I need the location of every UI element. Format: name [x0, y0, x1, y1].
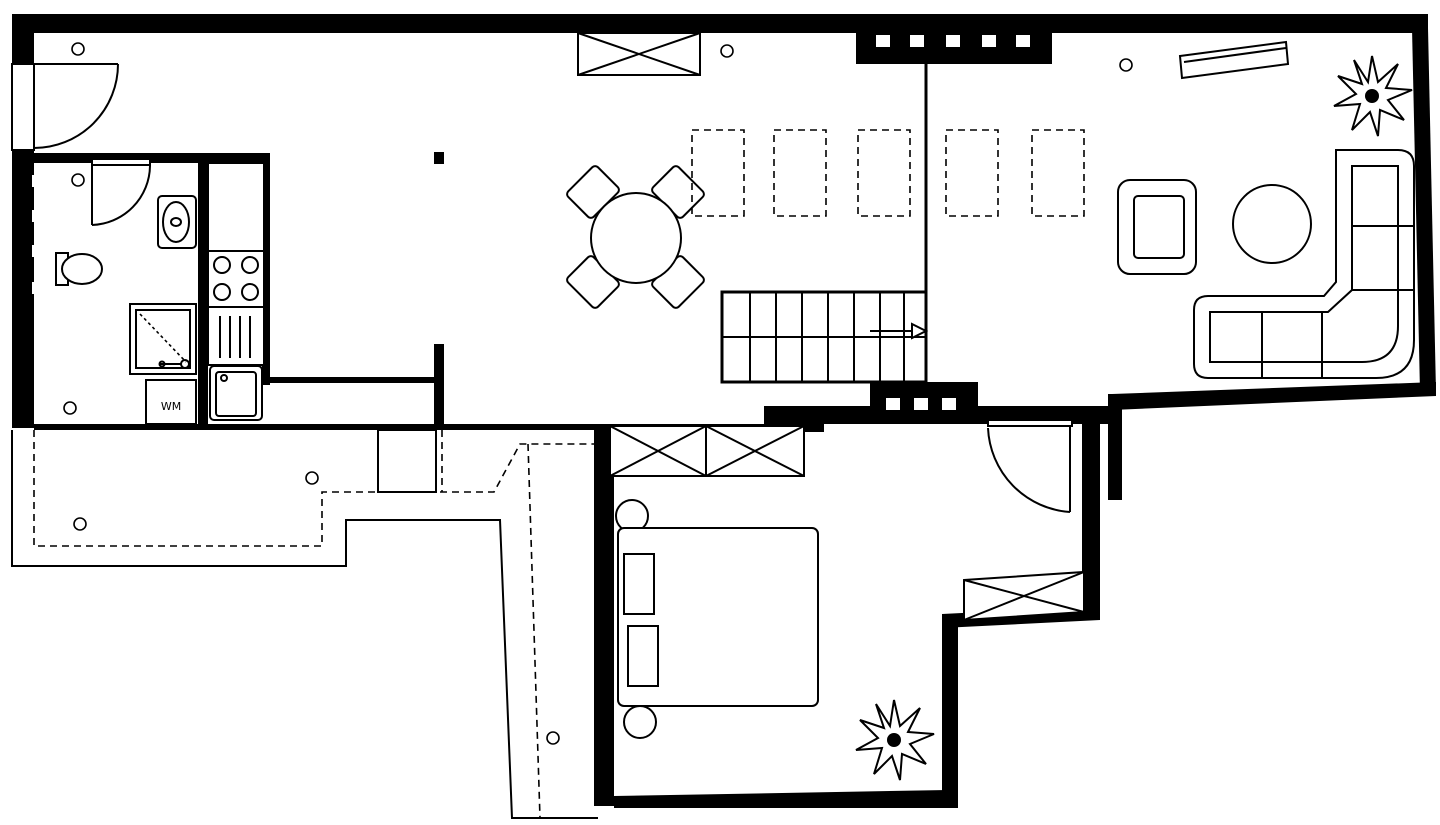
- washing-machine-label: WM: [161, 400, 181, 413]
- top-wall-windows: [856, 14, 1052, 64]
- terrace-outline: [11, 429, 598, 819]
- plant-icon: [855, 699, 935, 781]
- kitchen: [207, 152, 444, 428]
- dining-area: [71, 32, 1085, 309]
- living-area: [1117, 40, 1415, 379]
- staircase: [720, 64, 929, 384]
- entry-door: [11, 63, 119, 151]
- bedroom: [594, 410, 1100, 808]
- plant-icon: [1333, 55, 1413, 137]
- bathroom: WM: [34, 153, 270, 428]
- exterior-walls: [12, 14, 1436, 500]
- left-wall-windows: [32, 175, 42, 294]
